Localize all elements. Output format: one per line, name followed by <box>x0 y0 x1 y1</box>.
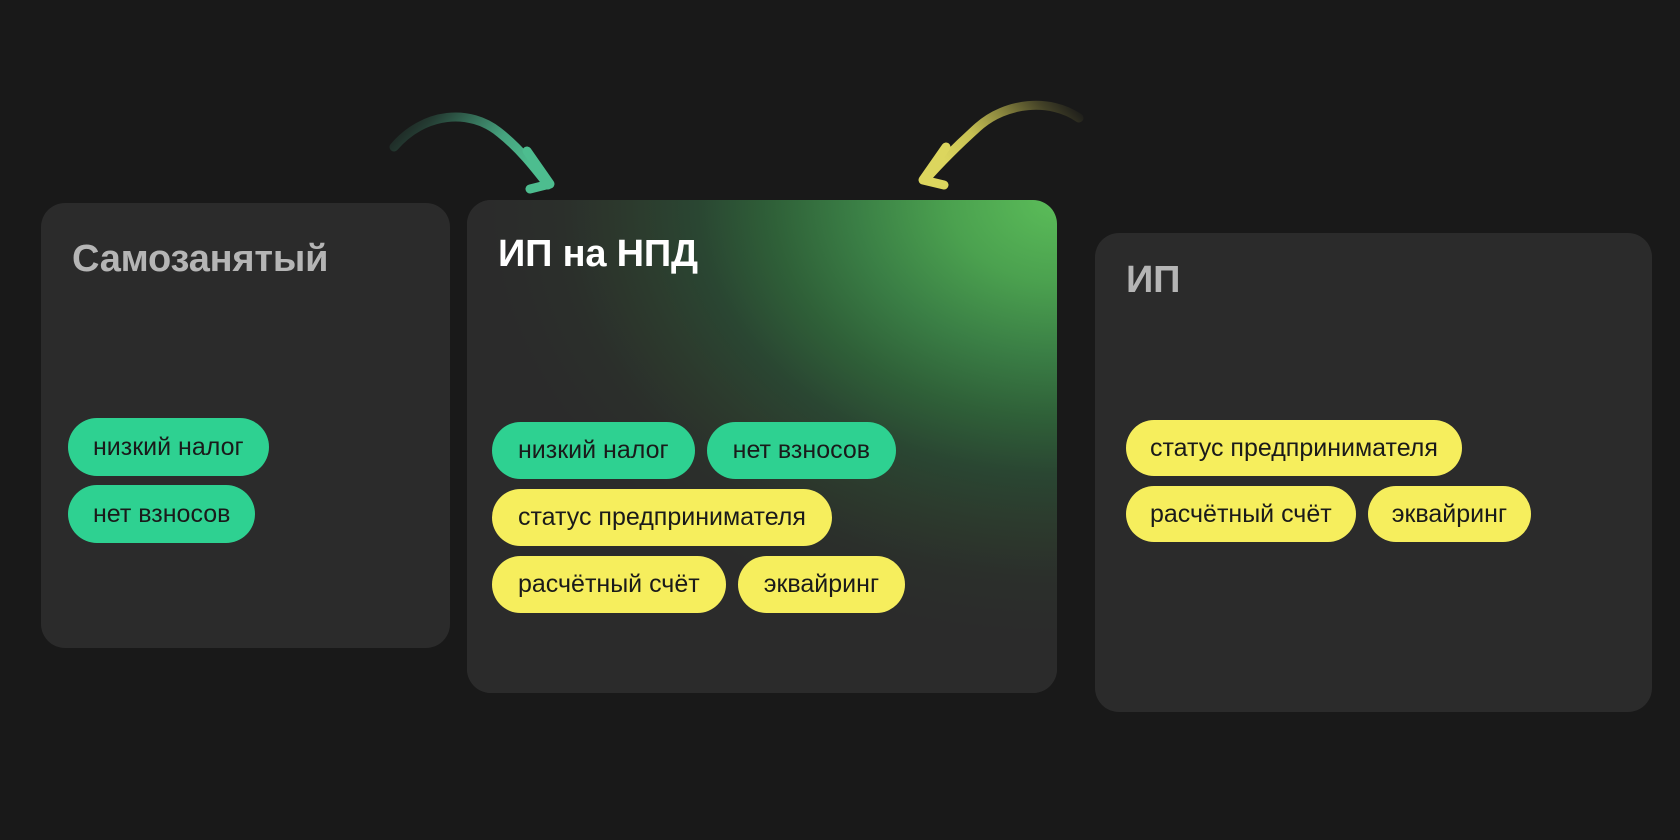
card-title: ИП <box>1126 259 1181 301</box>
tag-pill[interactable]: статус предпринимателя <box>1126 420 1462 476</box>
tag-pill[interactable]: низкий налог <box>68 418 269 476</box>
plan-card-samozanyatyy[interactable]: Самозанятый низкий налог нет взносов <box>41 203 450 648</box>
tag-pill[interactable]: низкий налог <box>492 422 695 479</box>
tag-pill[interactable]: эквайринг <box>737 556 906 613</box>
left-arrow-green <box>389 112 555 194</box>
tag-list: низкий налог нет взносов статус предприн… <box>492 422 1037 613</box>
tag-pill[interactable]: расчётный счёт <box>1126 486 1356 542</box>
plan-card-ip-na-npd[interactable]: ИП на НПД низкий налог нет взносов стату… <box>467 200 1057 693</box>
card-title: Самозанятый <box>72 238 329 280</box>
plan-card-ip[interactable]: ИП статус предпринимателя расчётный счёт… <box>1095 233 1652 712</box>
tag-pill[interactable]: статус предпринимателя <box>492 489 832 546</box>
card-title: ИП на НПД <box>498 233 698 275</box>
tag-pill[interactable]: нет взносов <box>68 485 256 543</box>
tag-list: низкий налог нет взносов <box>68 418 423 543</box>
tag-pill[interactable]: нет взносов <box>706 422 897 479</box>
tag-list: статус предпринимателя расчётный счёт эк… <box>1126 420 1626 542</box>
tag-pill[interactable]: эквайринг <box>1367 486 1532 542</box>
right-arrow-yellow <box>918 100 1084 190</box>
tag-pill[interactable]: расчётный счёт <box>492 556 726 613</box>
